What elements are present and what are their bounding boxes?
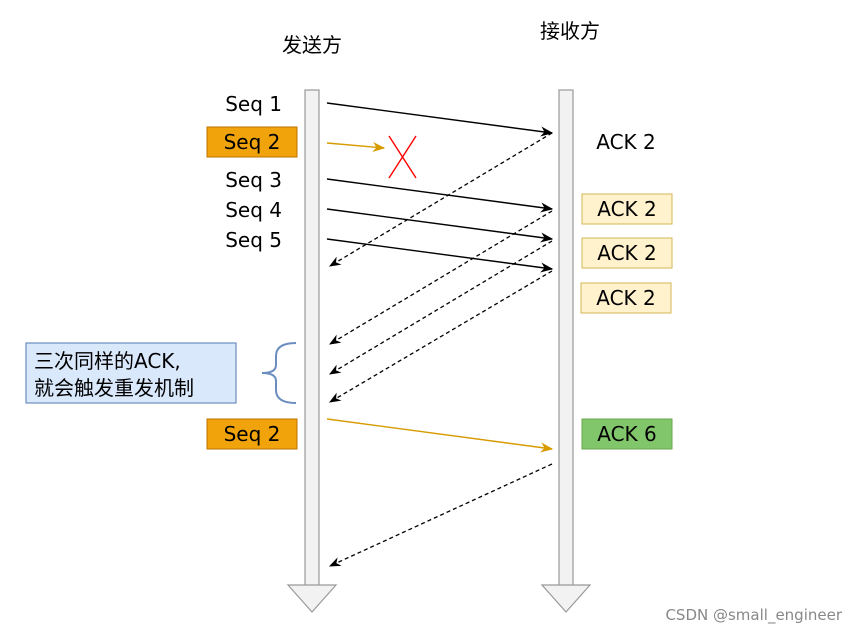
dup-ack-2-label: ACK 2	[597, 241, 657, 265]
dup-ack-1-label: ACK 2	[597, 197, 657, 221]
seq-2-label: Seq 2	[224, 130, 281, 154]
dup-ack-2-arrow	[328, 240, 553, 375]
seq-2-lost-arrow	[326, 141, 386, 153]
loss-x-mark	[388, 135, 417, 179]
receiver-timeline	[540, 89, 592, 613]
ack-6-arrow	[328, 463, 553, 567]
new-ack-box	[581, 418, 673, 450]
seq-5-arrow	[326, 238, 554, 273]
dup-ack-3-label: ACK 2	[596, 286, 656, 310]
dup-ack-3-arrow	[328, 270, 553, 403]
dup-ack-2-box	[581, 237, 673, 269]
seq-3-label: Seq 3	[225, 168, 282, 192]
retransmit-seq-label: Seq 2	[224, 422, 281, 446]
sender-timeline	[286, 89, 338, 613]
ack-2-arrow	[328, 132, 553, 267]
dup-ack-1-box	[581, 193, 673, 225]
dup-ack-3-box	[580, 282, 672, 314]
retransmit-arrow	[326, 418, 554, 453]
receiver-title: 接收方	[540, 19, 600, 43]
note-box	[25, 342, 237, 404]
brace-icon	[261, 342, 297, 404]
lost-segment-box	[206, 126, 298, 158]
sender-title: 发送方	[282, 33, 342, 57]
seq-4-arrow	[326, 208, 554, 243]
ack-6-label: ACK 6	[597, 422, 657, 446]
note-line-1: 三次同样的ACK,	[34, 349, 181, 373]
seq-4-label: Seq 4	[225, 198, 282, 222]
seq-3-arrow	[326, 178, 554, 213]
note-line-2: 就会触发重发机制	[34, 376, 194, 400]
seq-1-arrow	[326, 102, 554, 137]
seq-5-label: Seq 5	[225, 228, 282, 252]
retransmit-segment-box	[206, 418, 298, 450]
ack-2-label: ACK 2	[596, 130, 656, 154]
seq-1-label: Seq 1	[225, 92, 282, 116]
dup-ack-1-arrow	[328, 210, 553, 345]
watermark: CSDN @small_engineer	[665, 606, 842, 625]
